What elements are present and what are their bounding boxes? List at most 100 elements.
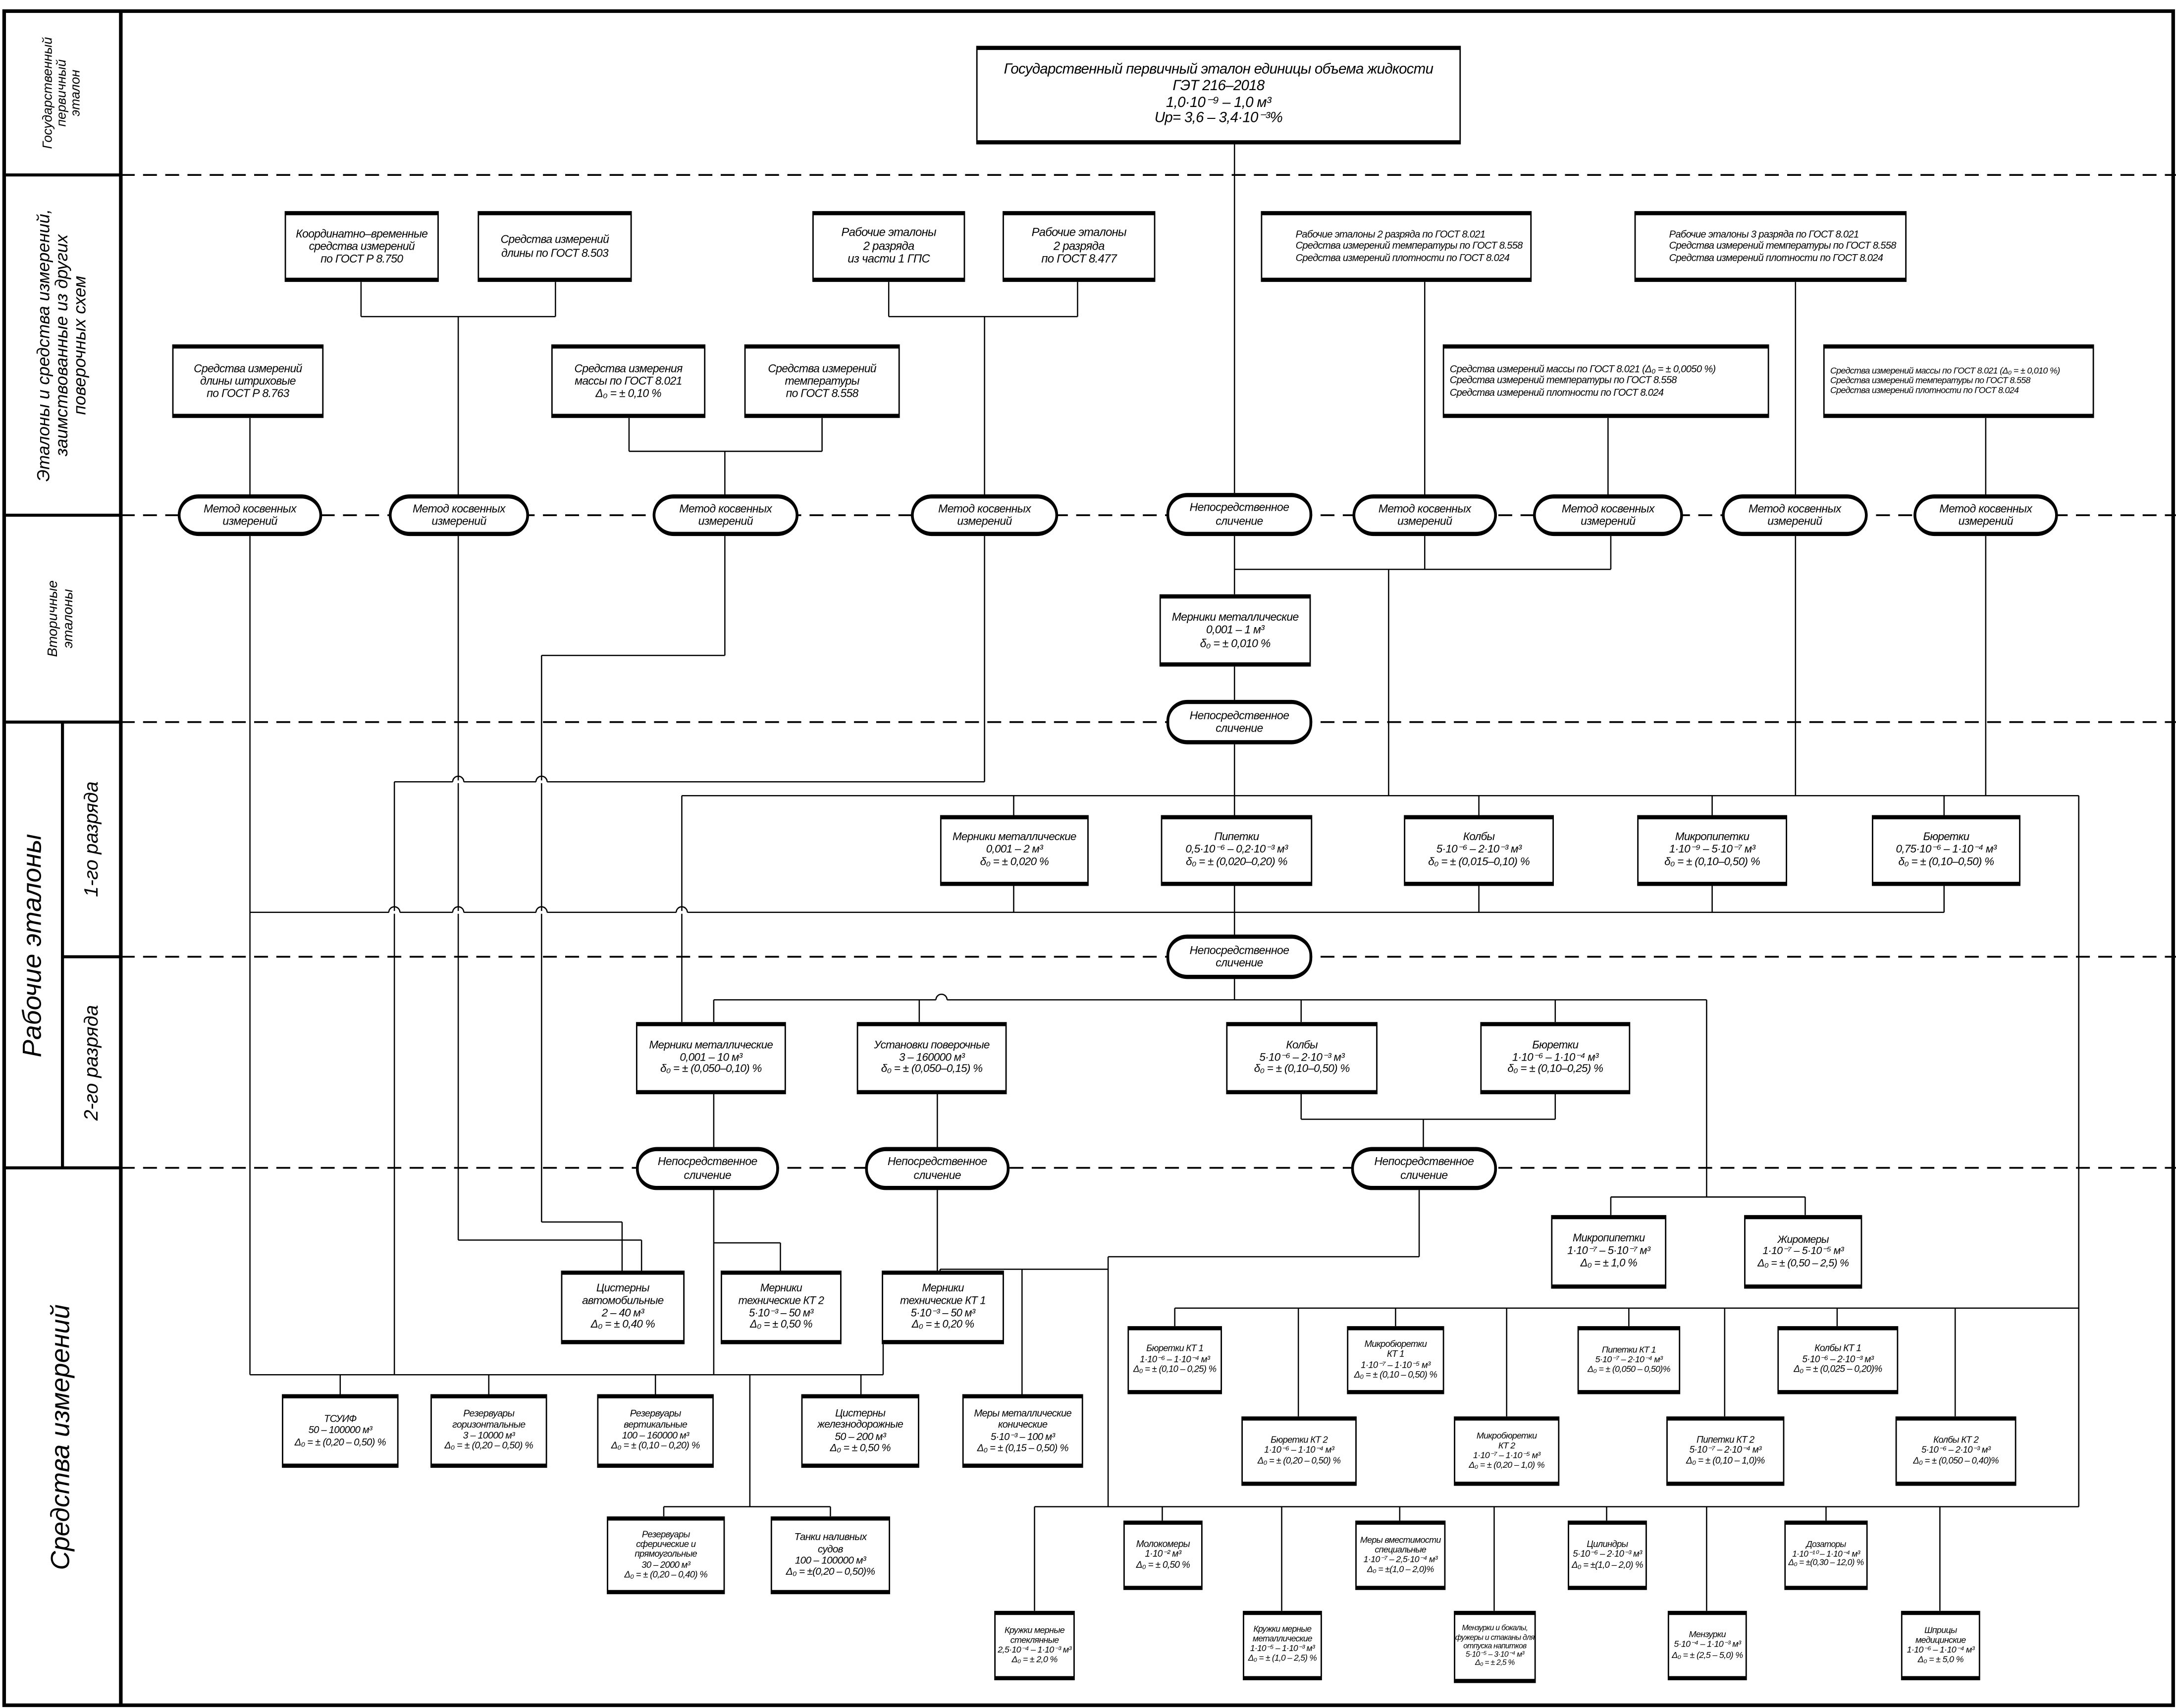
box-text-line: Колбы — [1286, 1038, 1318, 1051]
box-text-line: Дозаторы — [1806, 1539, 1847, 1549]
box-text-line: технические КТ 2 — [738, 1294, 824, 1307]
box-text-line: 1·10⁻⁶ – 1·10⁻⁴ м³ — [1907, 1645, 1975, 1655]
method-text-line: измерений — [222, 515, 277, 528]
box-text-line: Микробюретки — [1364, 1339, 1427, 1350]
method-text-line: измерений — [1581, 515, 1636, 528]
box-text-line: горизонтальные — [452, 1420, 526, 1430]
box-text-line: конические — [998, 1418, 1048, 1431]
box-text-line: δ₀ = ± (0,050–0,15) % — [881, 1063, 983, 1076]
box-text-line: длины по ГОСТ 8.503 — [501, 246, 609, 259]
box-text-line: 5·10⁻³ – 50 м³ — [749, 1306, 813, 1319]
box-text-line: Δ₀ = ±(0,30 – 12,0) % — [1788, 1558, 1864, 1569]
box-text-line: Меры вместимости — [1360, 1535, 1441, 1546]
method-text-line: Метод косвенных — [1748, 502, 1841, 515]
box-text-line: Резервуары — [630, 1409, 682, 1419]
line-jump — [535, 775, 548, 782]
box-text-line: вертикальные — [624, 1420, 688, 1430]
box-text-line: Δ₀ = ± (0,10 – 0,20) % — [611, 1441, 700, 1452]
box-text-line: Δ₀ = ± 0,40 % — [590, 1318, 655, 1331]
box-text-line: ТСУИФ — [324, 1413, 357, 1426]
box-text-line: δ₀ = ± (0,10–0,50) % — [1254, 1063, 1350, 1076]
method-text-line: Метод косвенных — [1939, 502, 2032, 515]
box-text-line: Δ₀ = ± (0,15 – 0,50) % — [977, 1441, 1069, 1453]
method-text-line: сличение — [1216, 957, 1263, 969]
box-text-line: Шприцы — [1924, 1625, 1957, 1636]
box-text-line: Бюретки — [1923, 830, 1969, 843]
box-text-line: δ₀ = ± (0,10–0,50) % — [1898, 855, 1995, 868]
row-label-instruments: Средства измерений — [47, 1303, 77, 1570]
box-text-line: Цистерны — [835, 1406, 886, 1419]
box-text-line: Бюретки КТ 2 — [1271, 1436, 1328, 1446]
box-text-line: железнодорожные — [817, 1418, 903, 1431]
box-text-line: Средства измерений массы по ГОСТ 8.021 (… — [1830, 366, 2060, 376]
box-text-line: Δ₀ = ± 0,50 % — [1136, 1560, 1190, 1570]
row-label-working: Рабочие эталоны — [18, 833, 48, 1057]
box-text-line: Танки наливных — [794, 1531, 867, 1544]
box-text-line: Резервуары — [641, 1530, 690, 1540]
line-jump — [452, 906, 465, 912]
box-text-line: 2,5·10⁻⁴ – 1·10⁻³ м³ — [998, 1645, 1071, 1655]
method-text-line: Непосредственное — [1374, 1155, 1474, 1168]
method-text-line: измерений — [698, 515, 753, 528]
box-text-line: 5·10⁻⁷ – 2·10⁻⁴ м³ — [1595, 1355, 1663, 1365]
box-text-line: Микропипетки — [1573, 1232, 1645, 1245]
method-text-line: измерений — [431, 515, 486, 528]
box-text-line: 1·10⁻⁷ – 1·10⁻⁵ м³ — [1473, 1451, 1540, 1461]
box-text-line: 50 – 200 м³ — [835, 1429, 886, 1442]
method-text-line: Непосредственное — [1189, 501, 1289, 514]
box-text-line: Δ₀ = ± (1,0 – 2,5) % — [1248, 1654, 1317, 1664]
box-text-line: длины штриховые — [200, 374, 296, 387]
box-text-line: 5·10⁻⁶ – 2·10⁻³ м³ — [1573, 1550, 1642, 1560]
box-text-line: Пипетки — [1214, 830, 1259, 843]
line-jump — [388, 906, 401, 912]
box-text-line: Δ₀ = ± (0,10 – 1,0)% — [1686, 1456, 1765, 1466]
box-text-line: Установки поверочные — [874, 1038, 990, 1051]
box-text-line: 1·10⁻⁷ – 5·10⁻⁵ м³ — [1762, 1244, 1844, 1257]
box-text-line: Микропипетки — [1675, 830, 1750, 843]
box-text-line: Средства измерений — [194, 362, 302, 375]
box-text-line: Кружки мерные — [1005, 1625, 1065, 1636]
box-text-line: Δ₀ = ± (0,10 – 0,25) % — [1133, 1365, 1217, 1375]
box-text-line: 1·10⁻² м³ — [1145, 1550, 1181, 1560]
box-text-line: Δ₀ = ± 0,50 % — [830, 1441, 891, 1454]
row-label-rank1: 1-го разряда — [80, 781, 103, 898]
line-jump — [452, 775, 465, 782]
box-text-line: Мерники металлические — [1171, 611, 1299, 624]
box-text-line: Средства измерений температуры по ГОСТ 8… — [1295, 239, 1523, 252]
box-text-line: 1·10⁻⁷ – 5·10⁻⁷ м³ — [1567, 1244, 1650, 1257]
box-text-line: Мерники металлические — [649, 1038, 773, 1051]
box-text-line: по ГОСТ Р 8.763 — [207, 387, 289, 400]
box-text-line: 5·10⁻⁶ – 2·10⁻³ м³ — [1921, 1446, 1991, 1456]
box-text-line: 3 – 10000 м³ — [463, 1431, 515, 1441]
box-text-line: 2 разряда — [863, 238, 914, 253]
method-text-line: сличение — [913, 1168, 961, 1181]
box-text-line: Меры металлические — [974, 1407, 1072, 1420]
box-text-line: Средства измерений температуры по ГОСТ 8… — [1449, 374, 1677, 387]
box-text-line: Δ₀ = ±(1,0 – 2,0) % — [1571, 1560, 1644, 1570]
box-text-line: Δ₀ = ±(0,20 – 0,50)% — [786, 1565, 875, 1578]
box-text-line: 50 – 100000 м³ — [308, 1424, 372, 1437]
method-text-line: Непосредственное — [887, 1155, 987, 1168]
box-text-line: 5·10⁻³ – 100 м³ — [991, 1429, 1055, 1442]
box-text-line: 100 – 160000 м³ — [622, 1431, 690, 1441]
row-label-rank2: 2-го разряда — [80, 1004, 103, 1121]
